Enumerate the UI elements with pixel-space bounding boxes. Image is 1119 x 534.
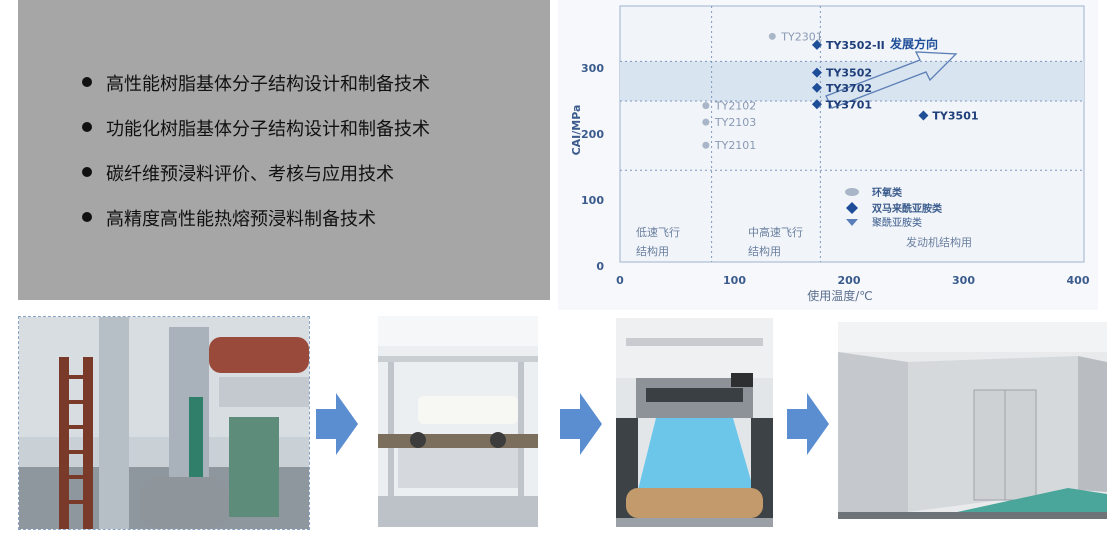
y-tick-label: 0 [596, 260, 604, 273]
bullet-text: 高精度高性能热熔预浸料制备技术 [106, 208, 376, 230]
x-tick-label: 100 [723, 274, 746, 287]
legend-label-bmi: 双马来酰亚胺类 [872, 202, 942, 215]
point-label: TY3502-II [826, 39, 885, 52]
trend-arrow-icon [825, 51, 958, 109]
region-engine-label: 发动机结构用 [906, 235, 972, 249]
trend-arrow [825, 51, 958, 109]
bullet-item: 高精度高性能热熔预浸料制备技术 [82, 195, 430, 240]
prepreg-roll-machine-icon [616, 318, 773, 527]
x-tick-label: 200 [838, 274, 861, 287]
bullet-dot-icon [82, 212, 92, 222]
y-axis-label: CAI/MPa [570, 105, 583, 156]
point-label: TY3501 [932, 110, 978, 123]
bullet-text: 碳纤维预浸料评价、考核与应用技术 [106, 163, 394, 185]
film-coating-machine-icon [378, 316, 538, 527]
epoxy-point [768, 32, 776, 40]
legend-circle-icon [845, 188, 859, 196]
chemical-reactor-icon [19, 317, 309, 529]
process-arrow-icon [560, 393, 602, 455]
y-tick-label: 300 [581, 62, 604, 75]
point-label: TY3702 [826, 82, 872, 95]
y-tick-label: 200 [581, 128, 604, 141]
point-label: TY3701 [826, 98, 872, 111]
reactor-photo [18, 316, 310, 530]
cold-storage-room-icon [838, 322, 1107, 519]
x-tick-label: 300 [952, 274, 975, 287]
bullet-text: 高性能树脂基体分子结构设计和制备技术 [106, 73, 430, 95]
bullet-dot-icon [82, 167, 92, 177]
legend-label-pi: 聚酰亚胺类 [872, 216, 922, 229]
cold-storage-photo [838, 322, 1107, 519]
x-tick-label: 400 [1067, 274, 1090, 287]
point-label: TY2301 [780, 30, 822, 43]
region-low-label-1: 低速飞行 [636, 226, 680, 239]
epoxy-point [702, 141, 710, 149]
region-mid-label-1: 中高速飞行 [748, 225, 803, 239]
legend-diamond-icon [846, 202, 858, 214]
bullet-dot-icon [82, 77, 92, 87]
y-tick-label: 100 [581, 194, 604, 207]
x-axis-label: 使用温度/℃ [807, 288, 873, 303]
tech-list-panel: 高性能树脂基体分子结构设计和制备技术 功能化树脂基体分子结构设计和制备技术 碳纤… [18, 0, 550, 300]
legend: 环氧类 双马来酰亚胺类 聚酰亚胺类 [845, 186, 942, 229]
legend-triangle-icon [846, 219, 858, 226]
bullet-text: 功能化树脂基体分子结构设计和制备技术 [106, 118, 430, 140]
coating-line-photo [378, 316, 538, 527]
legend-label-epoxy: 环氧类 [872, 186, 902, 199]
bmi-point [918, 110, 929, 121]
point-label: TY2103 [714, 116, 756, 129]
tech-bullet-list: 高性能树脂基体分子结构设计和制备技术 功能化树脂基体分子结构设计和制备技术 碳纤… [82, 60, 430, 240]
bmi-point [811, 82, 822, 93]
x-tick-label: 0 [616, 274, 624, 287]
bmi-point [811, 99, 822, 110]
epoxy-point [702, 118, 710, 126]
bullet-item: 高性能树脂基体分子结构设计和制备技术 [82, 60, 430, 105]
bmi-point [811, 67, 822, 78]
region-mid-label-2: 结构用 [748, 244, 781, 258]
point-label: TY2101 [714, 139, 756, 152]
tick-labels: 0 100 200 300 400 0 100 200 300 [581, 62, 1090, 287]
cai-temperature-chart: 0 100 200 300 400 0 100 200 300 使用温度/℃ CAI/MPa 低… [558, 0, 1098, 310]
epoxy-point [702, 102, 710, 110]
region-low-label-2: 结构用 [636, 244, 669, 258]
point-label: TY3502 [826, 67, 872, 80]
bmi-point [811, 39, 822, 50]
highlight-band [620, 61, 1084, 101]
bullet-dot-icon [82, 122, 92, 132]
process-arrow-icon [787, 393, 829, 455]
trend-label: 发展方向 [889, 36, 938, 51]
bullet-item: 功能化树脂基体分子结构设计和制备技术 [82, 105, 430, 150]
chart-svg: 0 100 200 300 400 0 100 200 300 使用温度/℃ CAI/MPa 低… [570, 5, 1090, 303]
bullet-item: 碳纤维预浸料评价、考核与应用技术 [82, 150, 430, 195]
process-arrow-icon [316, 393, 358, 455]
point-label: TY2102 [714, 100, 756, 113]
prepreg-machine-photo [616, 318, 773, 527]
